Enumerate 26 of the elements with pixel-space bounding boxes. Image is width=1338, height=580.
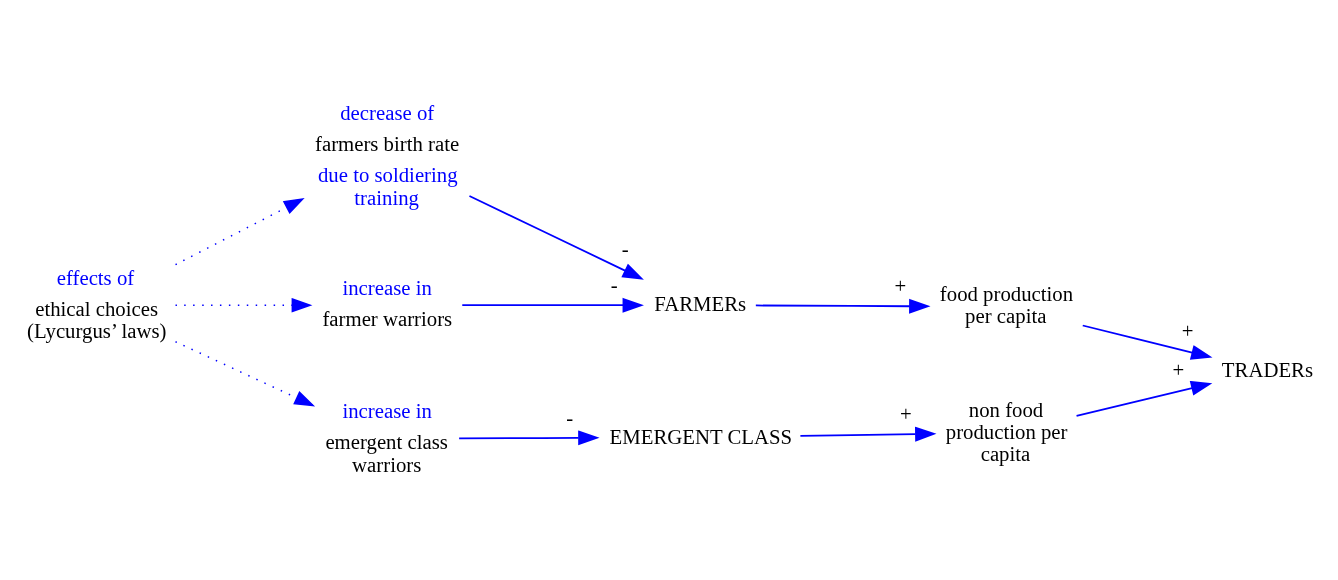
edge-label: + (894, 273, 907, 297)
node-text: decrease of farmers birth rate due to soldiering training (315, 100, 460, 209)
edge-label: - (566, 405, 574, 429)
node-text: FARMERs (654, 292, 747, 316)
node-text: effects of ethical choices (Lycurgus’ laws) (27, 265, 167, 343)
arrow (174, 198, 305, 266)
arrow (174, 340, 316, 407)
edge-label: - (610, 272, 618, 296)
edge-label: + (900, 402, 912, 426)
edge-label: + (1181, 318, 1194, 342)
node-text: increase in farmer warriors (322, 276, 453, 331)
node-text: non food production per capita (945, 397, 1068, 466)
arrow (799, 426, 937, 442)
edge-label: - (621, 236, 629, 260)
node-text: food production per capita (939, 282, 1074, 328)
node-text: TRADERs (1221, 357, 1314, 381)
arrow (458, 430, 600, 446)
node-text: increase in emergent class warriors (325, 399, 448, 476)
edge-label: + (1172, 358, 1185, 382)
arrow (174, 297, 313, 313)
node-text: EMERGENT CLASS (609, 424, 793, 448)
arrow (1075, 380, 1213, 417)
arrow (461, 297, 644, 313)
arrow (1081, 324, 1213, 360)
arrow (468, 195, 644, 280)
arrow (754, 298, 931, 314)
